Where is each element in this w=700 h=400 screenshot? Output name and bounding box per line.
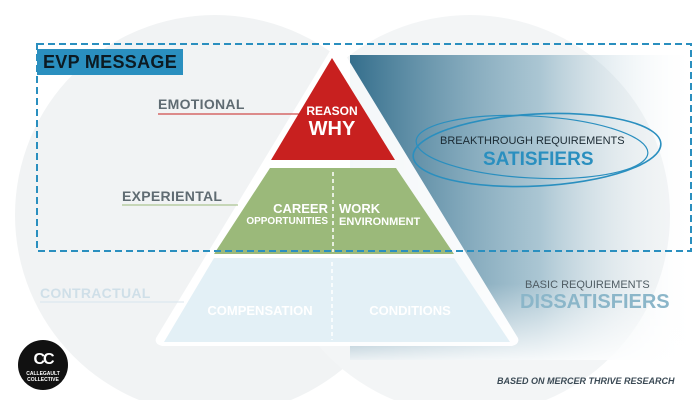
logo-mark: CC bbox=[33, 351, 54, 368]
level-contractual: CONTRACTUAL bbox=[40, 285, 151, 301]
reason-label: REASON bbox=[306, 104, 358, 118]
dissatisfiers-caption: BASIC REQUIREMENTS bbox=[525, 279, 650, 291]
evp-frame bbox=[36, 43, 692, 252]
level-experiental: EXPERIENTAL bbox=[122, 188, 223, 204]
logo-line2: COLLECTIVE bbox=[27, 377, 59, 383]
level-emotional: EMOTIONAL bbox=[158, 96, 245, 112]
career-label: CAREER bbox=[273, 201, 328, 216]
satisfiers-caption: BREAKTHROUGH REQUIREMENTS bbox=[440, 135, 625, 147]
brand-logo: CC CALLEGAULT COLLECTIVE bbox=[18, 340, 68, 390]
environment-label: ENVIRONMENT bbox=[339, 216, 421, 228]
evp-message-tag: EVP MESSAGE bbox=[37, 49, 184, 75]
opportunities-label: OPPORTUNITIES bbox=[246, 216, 328, 227]
work-label: WORK bbox=[339, 201, 381, 216]
satisfiers-title: SATISFIERS bbox=[483, 149, 594, 170]
logo-line1: CALLEGAULT bbox=[26, 371, 60, 377]
logo-wordmark: CALLEGAULT COLLECTIVE bbox=[18, 371, 68, 383]
dissatisfiers-title: DISSATISFIERS bbox=[520, 291, 670, 313]
pyramid-top bbox=[271, 58, 395, 160]
satisfiers-scribble bbox=[412, 112, 662, 188]
pyramid-middle bbox=[214, 168, 454, 254]
pyramid-base bbox=[164, 258, 510, 342]
compensation-label: COMPENSATION bbox=[207, 303, 313, 318]
source-note: BASED ON MERCER THRIVE RESEARCH bbox=[497, 376, 675, 386]
conditions-label: CONDITIONS bbox=[369, 303, 451, 318]
satisfiers-scribble-2 bbox=[415, 114, 649, 180]
why-label: WHY bbox=[308, 118, 356, 140]
